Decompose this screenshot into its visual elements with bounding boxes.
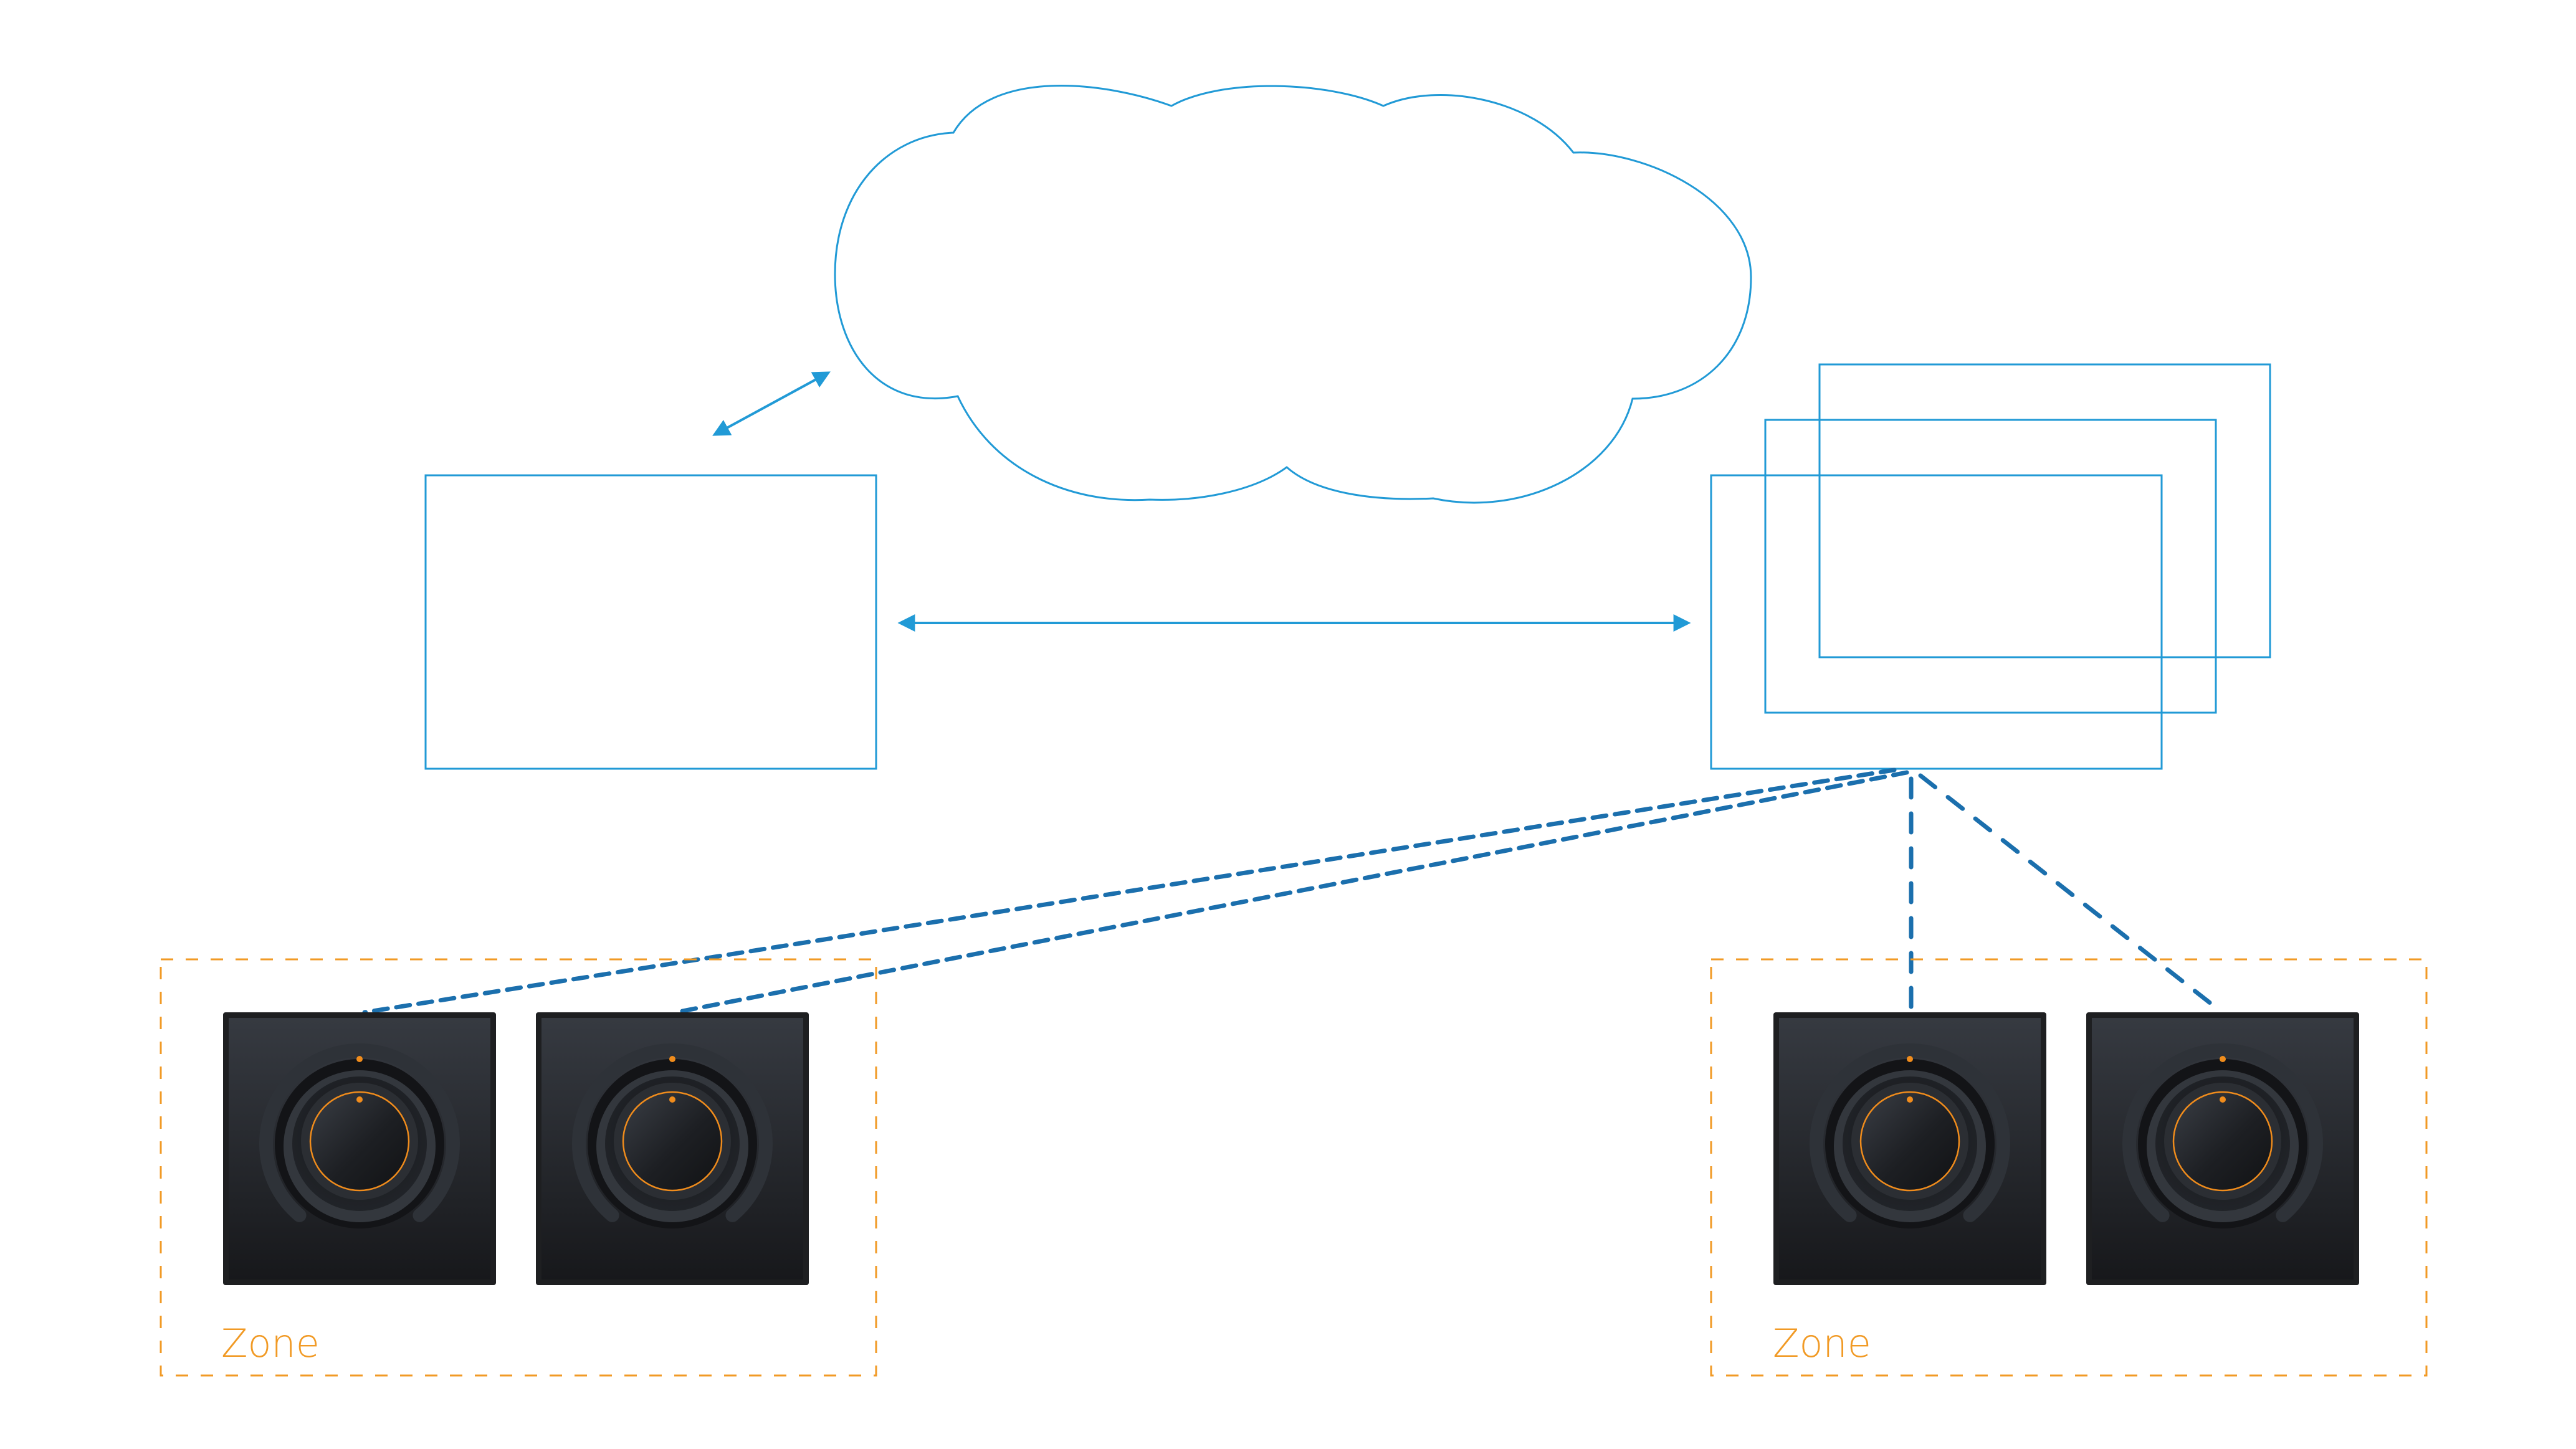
knob-icon	[2172, 1091, 2273, 1192]
indicator-dot-outer	[2220, 1056, 2226, 1062]
arrow-local-to-cloud	[712, 371, 831, 436]
dial-track	[259, 1043, 460, 1222]
knob-device[interactable]	[1773, 1012, 2046, 1285]
link-zone1-device1	[362, 767, 1897, 1015]
dial-track	[2122, 1043, 2323, 1222]
zone-2-label: Zone	[1773, 1321, 1871, 1366]
indicator-dot-outer	[669, 1056, 675, 1062]
knob-icon	[309, 1091, 410, 1192]
server-box-middle	[1764, 419, 2217, 714]
indicator-dot-knob	[1907, 1096, 1913, 1103]
knob-device[interactable]	[536, 1012, 809, 1285]
indicator-dot-knob	[356, 1096, 363, 1103]
dial-track	[572, 1043, 773, 1222]
server-stack	[1710, 363, 2271, 770]
link-zone1-device2	[674, 770, 1909, 1015]
indicator-dot-knob	[669, 1096, 675, 1103]
device-links	[362, 767, 2225, 1015]
indicator-dot-outer	[356, 1056, 363, 1062]
zone-1-label: Zone	[221, 1321, 320, 1366]
zone-1-boundary	[160, 958, 877, 1377]
indicator-dot-knob	[2220, 1096, 2226, 1103]
knob-device[interactable]	[223, 1012, 496, 1285]
knob-icon	[1859, 1091, 1960, 1192]
server-box-front	[1710, 474, 2163, 770]
zone-2-boundary	[1710, 958, 2428, 1377]
server-box-back	[1818, 363, 2271, 658]
indicator-dot-outer	[1907, 1056, 1913, 1062]
zone-2: Zone	[1710, 958, 2428, 1377]
dial-track	[1810, 1043, 2010, 1222]
knob-device[interactable]	[2086, 1012, 2359, 1285]
zone-1: Zone	[160, 958, 877, 1377]
link-zone2-device2	[1918, 773, 2225, 1015]
cloud-node	[834, 85, 1752, 504]
knob-icon	[622, 1091, 723, 1192]
local-server-box	[424, 474, 877, 770]
